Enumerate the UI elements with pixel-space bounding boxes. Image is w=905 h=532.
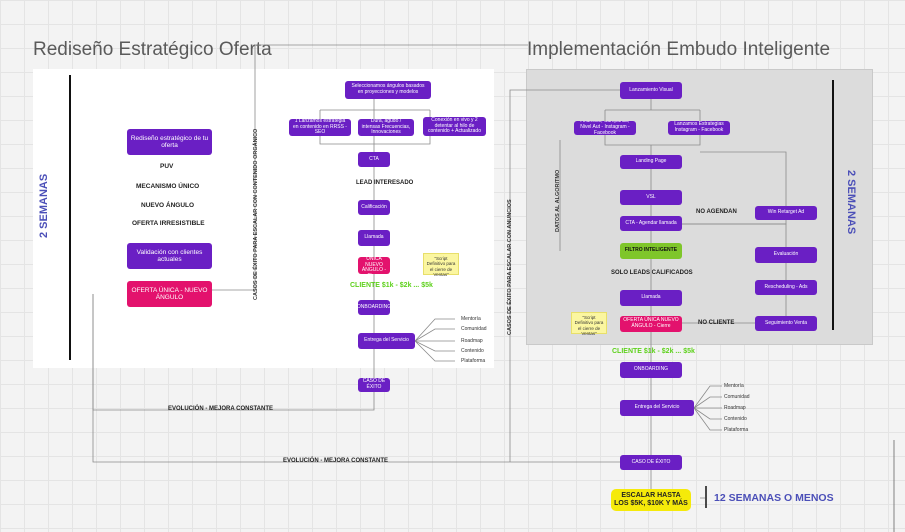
left-flow-note: "Script Definitivo para el cierre de Ven… [423,253,459,277]
right-flow-seguimiento[interactable]: Seguimiento Venta [755,316,817,331]
offer-box[interactable]: OFERTA ÚNICA - NUEVO ÁNGULO [127,281,212,307]
left-flow-top[interactable]: Seleccionamos ángulos basados en proyecc… [345,81,431,99]
right-final-label: 12 SEMANAS O MENOS [714,492,834,504]
right-flow-no-cliente: NO CLIENTE [698,320,735,326]
left-flow-lead: LEAD INTERESADO [356,180,414,186]
left-item-oferta: OFERTA IRRESISTIBLE [132,220,205,227]
left-flow-llamada[interactable]: Llamada [358,230,390,246]
left-deliverable-roadmap: Roadmap [461,338,483,344]
right-flow-scheduling[interactable]: Rescheduling - Ads [755,280,817,295]
left-deliverable-mentoria: Mentoría [461,316,481,322]
left-flow-calificacion[interactable]: Calificación [358,200,390,215]
right-flow-escalar[interactable]: ESCALAR HASTA LOS $5K, $10K Y MÁS [611,489,691,511]
right-flow-landing[interactable]: Landing Page [620,155,682,169]
right-deliverable-contenido: Contenido [724,416,747,422]
left-item-mecanismo: MECANISMO ÚNICO [136,183,200,190]
left-item-puv: PUV [160,163,174,170]
right-flow-onboarding[interactable]: ONBOARDING [620,362,682,378]
right-section-title: Implementación Embudo Inteligente [527,39,831,60]
right-flow-opt1[interactable]: Anuncios, Campañas, Nivel Aut - Instagra… [574,121,636,135]
right-evolution-label: EVOLUCIÓN - MEJORA CONSTANTE [283,458,389,464]
left-section-title: Rediseño Estratégico Oferta [33,39,272,60]
right-deliverable-mentoria: Mentoría [724,383,744,389]
left-flow-cta[interactable]: CTA [358,152,390,167]
left-evolution-label: EVOLUCIÓN - MEJORA CONSTANTE [168,406,274,412]
left-weeks-label: 2 SEMANAS [38,173,50,238]
left-flow-opt2[interactable]: Dura, agudo / intensas Frecuencias, Inno… [358,119,414,136]
right-deliverable-comunidad: Comunidad [724,394,750,400]
left-flow-onboarding[interactable]: ONBOARDING [358,300,390,315]
right-flow-no-agendan: NO AGENDAN [696,209,737,215]
right-deliverable-roadmap: Roadmap [724,405,746,411]
right-flow-top[interactable]: Lanzamiento Visual [620,82,682,99]
right-flow-retarget[interactable]: Win Retarget Ad [755,206,817,220]
right-flow-vsl[interactable]: VSL [620,190,682,205]
right-flow-entrega[interactable]: Entrega del Servicio [620,400,694,416]
left-flow-cliente: CLIENTE $1k - $2k ... $5k [350,282,433,289]
right-algo-text: DATOS AL ALGORITMO [555,169,561,232]
left-deliverable-plataforma: Plataforma [461,358,486,364]
right-flow-opt2[interactable]: Lanzamos Estrategias Instagram - Faceboo… [668,121,730,135]
right-flow-filtro[interactable]: FILTRO INTELIGENTE [620,243,682,259]
right-flow-oferta[interactable]: OFERTA ÚNICA NUEVO ÁNGULO - Cierre [620,316,682,332]
left-flow-opt3[interactable]: Conexión en vivo y 2 detentar al hilo de… [423,117,486,136]
left-flow-oferta[interactable]: OFERTA ÚNICA NUEVO ÁNGULO - Cierre [358,257,390,274]
left-deliverable-comunidad: Comunidad [461,326,487,332]
left-flow-entrega[interactable]: Entrega del Servicio [358,333,415,349]
left-deliverable-contenido: Contenido [461,348,484,354]
right-flow-cta[interactable]: CTA - Agendar llamada [620,216,682,231]
right-deliverable-plataforma: Plataforma [724,427,749,433]
left-flow-opt1[interactable]: 1 Lanzamos estrategia en contenido en RR… [289,119,351,136]
redesign-box[interactable]: Rediseño estratégico de tu oferta [127,129,212,155]
left-flow-caso[interactable]: CASO DE ÉXITO [358,378,390,392]
left-side-text: CASOS DE ÉXITO PARA ESCALAR CON CONTENID… [253,128,259,300]
right-flow-solo: SOLO LEADS CALIFICADOS [611,270,693,276]
left-panel [33,69,494,368]
validation-box[interactable]: Validación con clientes actuales [127,243,212,269]
right-flow-llamada[interactable]: Llamada [620,290,682,306]
right-flow-note: "Script Definitivo para el cierre de Ven… [571,312,607,336]
right-flow-cliente: CLIENTE $1k - $2k ... $5k [612,348,695,355]
right-flow-caso[interactable]: CASO DE ÉXITO [620,455,682,470]
left-item-angulo: NUEVO ÁNGULO [141,202,195,209]
right-flow-evaluacion[interactable]: Evaluación [755,247,817,263]
right-weeks-label: 2 SEMANAS [845,170,857,235]
right-side-text: CASOS DE ÉXITO PARA ESCALAR CON ANUNCIOS [507,199,513,335]
